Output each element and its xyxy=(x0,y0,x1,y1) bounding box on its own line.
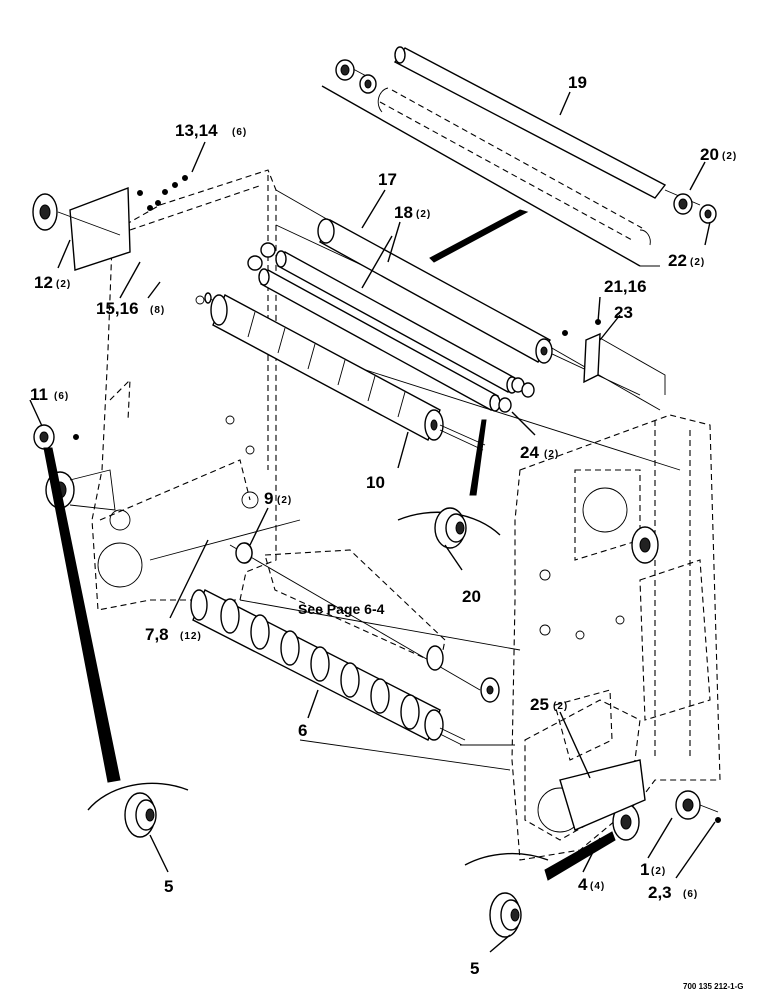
callout-7-8-num: 7,8 xyxy=(145,625,169,644)
callout-22-num: 22 xyxy=(668,251,687,270)
callout-11-qty: (6) xyxy=(54,391,69,402)
bracket-23 xyxy=(583,332,666,395)
roller-18-upper xyxy=(275,250,518,394)
callout-25: 25 (2) xyxy=(530,695,568,714)
callout-20-mid-num: 20 xyxy=(462,587,481,606)
callout-2-3: 2,3 (6) xyxy=(648,883,698,902)
callout-18-qty: (2) xyxy=(416,209,431,220)
small-bearings-24 xyxy=(247,242,535,413)
callout-15-16-num: 15,16 xyxy=(96,299,139,318)
roller-10 xyxy=(204,292,486,451)
callout-11: 11 (6) xyxy=(30,385,69,404)
callout-1: 1(2) xyxy=(640,860,666,879)
cover-25 xyxy=(554,689,646,831)
bearing-20-top xyxy=(673,193,717,224)
callout-23: 23 xyxy=(614,303,633,322)
callout-15-16: 15,16 (8) xyxy=(96,299,165,318)
callout-9-qty: (2) xyxy=(277,495,292,506)
callout-1-qty: (2) xyxy=(651,866,666,877)
callout-21-16: 21,16 xyxy=(604,277,647,296)
callout-13-14-qty: (6) xyxy=(232,127,247,138)
callout-5-right: 5 xyxy=(470,959,479,978)
callout-11-num: 11 xyxy=(30,385,48,404)
callout-18-num: 18 xyxy=(394,203,413,222)
callout-15-16-qty: (8) xyxy=(150,305,165,316)
callout-17: 17 xyxy=(378,170,397,189)
callout-17-num: 17 xyxy=(378,170,397,189)
left-side-panel xyxy=(91,169,277,611)
callout-13-14: 13,14 (6) xyxy=(175,121,247,140)
callout-10-num: 10 xyxy=(366,473,385,492)
callout-leaders xyxy=(29,91,716,953)
callout-5-right-num: 5 xyxy=(470,959,479,978)
callout-20-top-qty: (2) xyxy=(722,151,737,162)
callout-2-3-qty: (6) xyxy=(683,889,698,900)
exploded-set-outline xyxy=(321,85,641,267)
callout-20-top: 20(2) xyxy=(700,145,737,164)
detail-5-left-bearing xyxy=(43,447,189,838)
callout-18: 18(2) xyxy=(394,203,431,222)
bearing-12 xyxy=(32,186,131,271)
callout-12-qty: (2) xyxy=(56,279,71,290)
leader-19-frame xyxy=(429,209,529,263)
callout-22: 22(2) xyxy=(668,251,705,270)
callout-10: 10 xyxy=(366,473,385,492)
callout-25-qty: (2) xyxy=(553,701,568,712)
bearing-4 xyxy=(612,803,640,841)
callout-7-8-qty: (12) xyxy=(180,631,202,642)
roller-17 xyxy=(317,218,553,364)
callout-4-num: 4 xyxy=(578,875,588,894)
callout-9: 9 (2) xyxy=(264,489,292,508)
callout-19-num: 19 xyxy=(568,73,587,92)
see-page-note: See Page 6-4 xyxy=(298,601,385,617)
callout-24-num: 24 xyxy=(520,443,539,462)
callout-24-qty: (2) xyxy=(544,449,559,460)
callout-5-left-num: 5 xyxy=(164,877,173,896)
bearing-right-mid xyxy=(631,526,659,564)
callout-23-num: 23 xyxy=(614,303,633,322)
callout-19: 19 xyxy=(568,73,587,92)
callout-20-mid: 20 xyxy=(462,587,481,606)
callout-7-8: 7,8 (12) xyxy=(145,625,202,644)
callout-21-16-num: 21,16 xyxy=(604,277,647,296)
drawing-code: 700 135 212-1-G xyxy=(683,982,744,991)
roller-19 xyxy=(339,46,701,246)
callout-2-3-num: 2,3 xyxy=(648,883,672,902)
bearing-9 xyxy=(235,542,253,564)
callout-4-qty: (4) xyxy=(590,881,605,892)
detail-20-bearing xyxy=(397,419,501,549)
callout-13-14-num: 13,14 xyxy=(175,121,218,140)
callout-5-left: 5 xyxy=(164,877,173,896)
callout-25-num: 25 xyxy=(530,695,549,714)
roller-6 xyxy=(190,589,466,746)
callout-6: 6 xyxy=(298,721,307,740)
callout-6-num: 6 xyxy=(298,721,307,740)
bearing-1 xyxy=(675,790,719,820)
roller-18-lower xyxy=(258,268,501,412)
callout-12: 12(2) xyxy=(34,273,71,292)
hardware-bolts xyxy=(73,175,721,823)
callout-9-num: 9 xyxy=(264,489,273,508)
callout-24: 24 (2) xyxy=(520,443,559,462)
callout-22-qty: (2) xyxy=(690,257,705,268)
callout-20-top-num: 20 xyxy=(700,145,719,164)
callout-12-num: 12 xyxy=(34,273,53,292)
bearing-left-top xyxy=(335,59,377,94)
callout-4: 4(4) xyxy=(578,875,605,894)
callout-1-num: 1 xyxy=(640,860,649,879)
